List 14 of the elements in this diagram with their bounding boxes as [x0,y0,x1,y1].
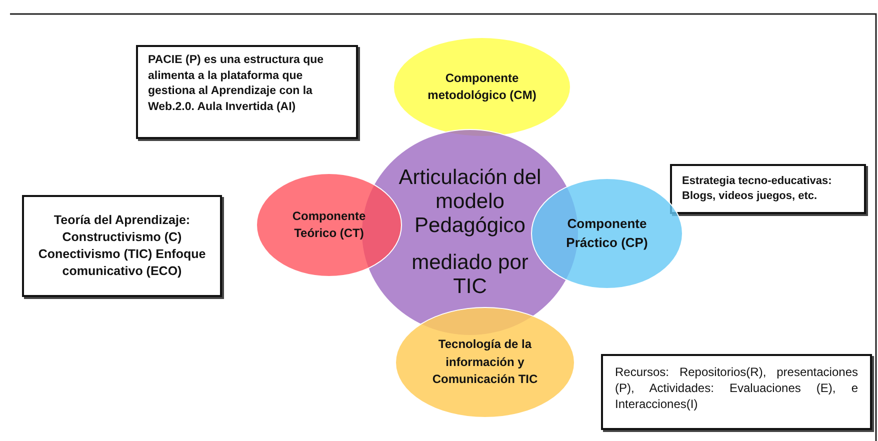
text-box [22,195,222,297]
node-label: Componente metodológico (CM) [427,70,537,104]
text-box [136,45,358,139]
node-label: Tecnología de la información y Comunicación TIC [431,336,539,388]
text-box [601,354,872,430]
note-text: PACIE (P) es una estructura que alimenta a la plataforma que gestiona al Aprendizaje con la Web.2.0. Aula Invertida (AI) [148,53,325,115]
node-label: mediado por TIC [410,250,530,299]
note-text: Teoría del Aprendizaje: Constructivismo (C) Conectivismo (TIC) Enfoque comunicativo (ECO) [37,212,207,280]
node-label: Componente Teórico (CT) [291,208,367,242]
text-box [670,164,866,214]
note-text: Estrategia tecno-educativas: Blogs, videos juegos, etc. [682,174,833,204]
note-text: Recursos: Repositorios(R), presentaciones (P), Actividades: Evaluaciones (E), e Interacciones(I) [615,364,858,413]
node-label: Articulación del modelo Pedagógico [398,166,542,239]
node-label: Componente Práctico (CP) [565,214,649,252]
